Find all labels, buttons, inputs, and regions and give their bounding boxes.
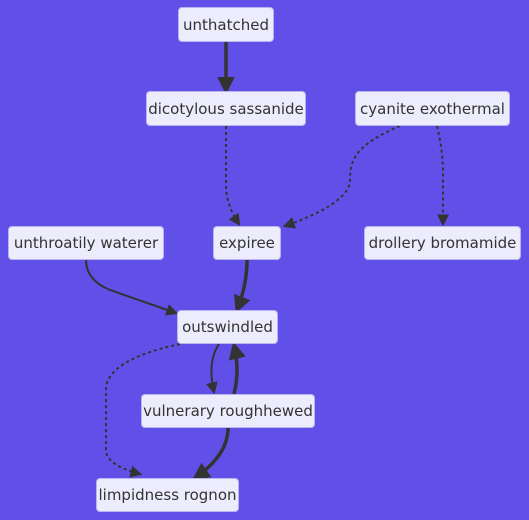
- edge-outswindled-to-limpidness-rognon: [105, 343, 181, 478]
- node-dicotylous-sassanide[interactable]: dicotylous sassanide: [146, 91, 306, 126]
- node-label: cyanite exothermal: [360, 99, 505, 118]
- edge-vulnerary-roughhewed-to-outswindled: [228, 341, 246, 395]
- node-cyanite-exothermal[interactable]: cyanite exothermal: [355, 91, 510, 126]
- edge-vulnerary-roughhewed-to-limpidness-rognon: [192, 427, 230, 481]
- node-vulnerary-roughhewed[interactable]: vulnerary roughhewed: [141, 394, 315, 428]
- node-label: limpidness rognon: [98, 486, 237, 504]
- node-expiree[interactable]: expiree: [213, 226, 281, 260]
- node-label: dicotylous sassanide: [148, 99, 304, 118]
- edge-unthroatily-waterer-to-outswindled: [85, 259, 179, 316]
- node-label: drollery bromamide: [368, 234, 517, 252]
- node-label: vulnerary roughhewed: [143, 402, 313, 420]
- edge-cyanite-exothermal-to-drollery-bromamide: [436, 125, 449, 227]
- node-drollery-bromamide[interactable]: drollery bromamide: [364, 226, 521, 260]
- node-outswindled[interactable]: outswindled: [177, 310, 278, 344]
- edge-cyanite-exothermal-to-expiree: [282, 125, 401, 229]
- node-unthatched[interactable]: unthatched: [178, 7, 274, 42]
- node-label: expiree: [219, 234, 275, 252]
- node-label: unthroatily waterer: [13, 234, 159, 252]
- node-limpidness-rognon[interactable]: limpidness rognon: [96, 478, 239, 512]
- node-label: unthatched: [183, 15, 269, 34]
- edge-expiree-to-outswindled: [234, 259, 251, 314]
- edge-dicotylous-sassanide-to-expiree: [225, 126, 241, 226]
- node-unthroatily-waterer[interactable]: unthroatily waterer: [8, 226, 164, 260]
- node-label: outswindled: [182, 318, 273, 336]
- edge-outswindled-to-vulnerary-roughhewed: [205, 343, 220, 395]
